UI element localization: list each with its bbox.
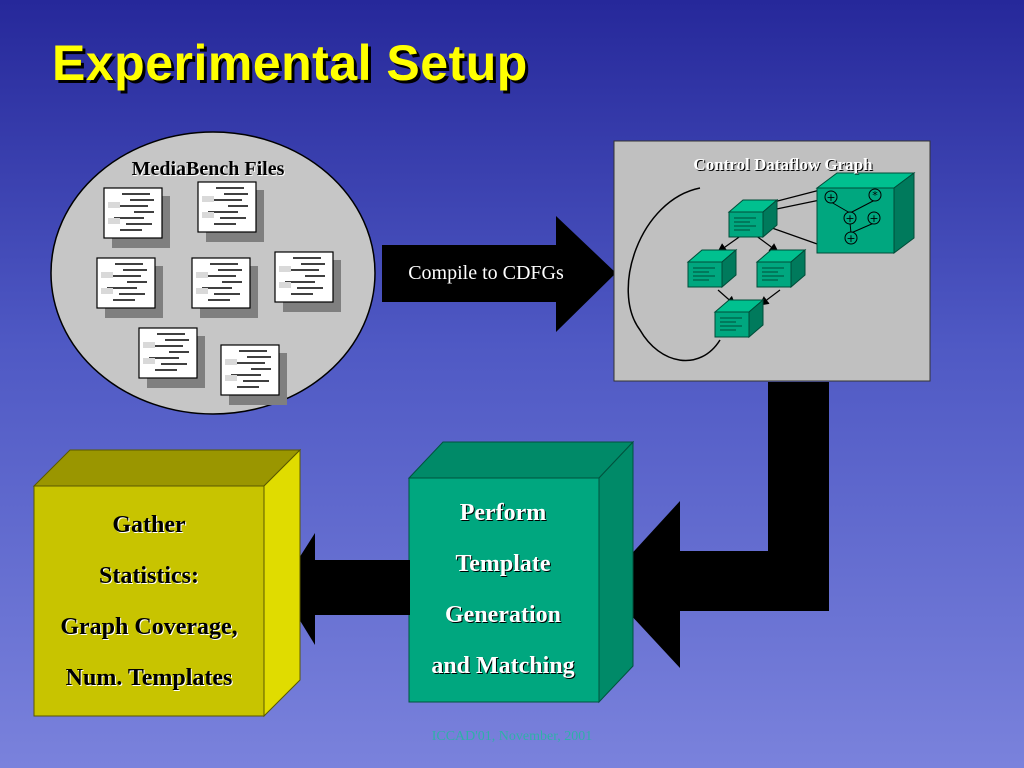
file-icons [96, 181, 341, 405]
gather-line-4: Num. Templates [65, 665, 233, 691]
operator-node: + [844, 231, 858, 245]
slide-title: Experimental Setup [52, 35, 528, 91]
operator-symbol: + [826, 191, 835, 204]
perform-to-gather-arrow [280, 533, 410, 645]
file-icon [197, 181, 264, 242]
gather-line-2: Statistics: [99, 563, 199, 589]
operator-symbol: + [869, 212, 878, 225]
perform-line-1: Perform [459, 500, 547, 526]
cdfg-label: Control Dataflow Graph [693, 155, 873, 174]
gather-line-1: Gather [112, 512, 186, 538]
file-icon [96, 257, 163, 318]
perform-box-text: Perform Template Generation and Matching [409, 476, 597, 704]
gather-box [32, 448, 302, 718]
operator-symbol: * [872, 189, 878, 202]
cdfg-loop-edge [627, 187, 721, 362]
operator-node: + [824, 190, 838, 204]
compile-arrow [382, 216, 616, 332]
perform-line-2: Template [455, 551, 551, 577]
slide-footer: ICCAD'01, November, 2001 [431, 729, 593, 744]
cdfg-small-blocks [686, 198, 807, 339]
operator-edges [830, 199, 876, 234]
cdfg-block [755, 248, 807, 289]
gather-box-text: Gather Statistics: Graph Coverage, Num. … [34, 488, 264, 716]
operator-node: + [867, 211, 881, 225]
operator-nodes: + * + + + [824, 188, 882, 245]
operator-symbol: + [846, 232, 855, 245]
operator-node: + [843, 211, 857, 225]
files-label: MediaBench Files [131, 158, 285, 180]
file-icon [138, 327, 205, 388]
perform-box [407, 440, 635, 704]
perform-line-3: Generation [445, 602, 561, 628]
perform-line-4: and Matching [431, 653, 575, 679]
cdfg-block [686, 248, 738, 289]
file-icon [274, 251, 341, 312]
compile-label: Compile to CDFGs [408, 262, 564, 284]
gather-line-3: Graph Coverage, [60, 614, 238, 640]
operator-node: * [868, 188, 882, 202]
file-icon [191, 257, 258, 318]
file-icon [103, 187, 170, 248]
cdfg-block [727, 198, 779, 239]
operator-symbol: + [845, 212, 854, 225]
file-icon [220, 344, 287, 405]
cdfg-block [713, 298, 765, 339]
cdfg-to-perform-arrow [603, 382, 829, 668]
cdfg-operator-block [815, 172, 916, 254]
